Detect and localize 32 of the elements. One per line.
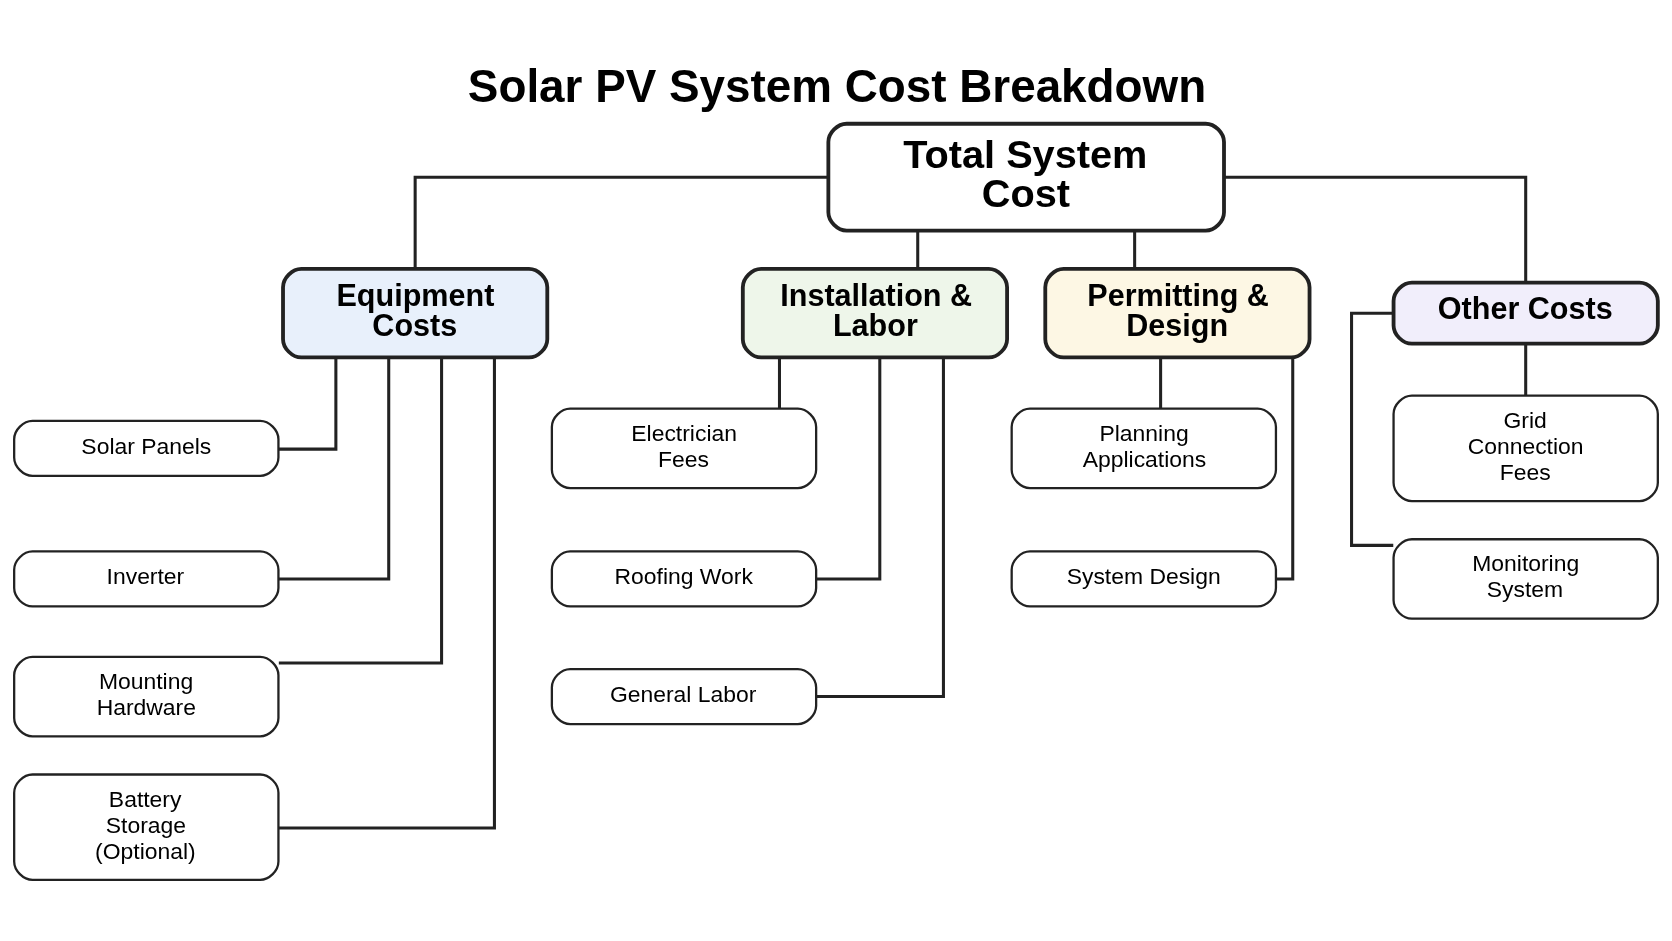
node-box: Battery Storage (Optional) bbox=[13, 773, 280, 882]
node-box: General Labor bbox=[550, 667, 818, 726]
node-box: Grid Connection Fees bbox=[1392, 394, 1659, 503]
node-box: Other Costs bbox=[1391, 280, 1660, 346]
node-box: Electrician Fees bbox=[550, 407, 818, 490]
node-box: Monitoring System bbox=[1392, 538, 1659, 620]
node-box: Mounting Hardware bbox=[13, 655, 280, 738]
connector bbox=[1159, 358, 1163, 409]
node-box: Total System Cost bbox=[826, 121, 1226, 233]
connector bbox=[777, 358, 781, 409]
node-box: Permitting & Design bbox=[1043, 266, 1312, 360]
connector bbox=[1224, 175, 1528, 283]
connector bbox=[413, 175, 829, 269]
node-box: Solar Panels bbox=[13, 419, 280, 477]
connector bbox=[278, 357, 496, 830]
node-box: Roofing Work bbox=[550, 550, 818, 608]
connector bbox=[816, 357, 945, 699]
node-box: System Design bbox=[1010, 550, 1278, 608]
connector bbox=[1133, 230, 1137, 269]
connector bbox=[1350, 311, 1394, 547]
node-box: Inverter bbox=[13, 550, 280, 608]
connector bbox=[816, 357, 882, 581]
diagram-title: Solar PV System Cost Breakdown bbox=[467, 61, 1207, 113]
node-box: Installation & Labor bbox=[740, 266, 1009, 360]
connector bbox=[1524, 343, 1528, 396]
node-box: Planning Applications bbox=[1010, 407, 1278, 490]
connector bbox=[278, 357, 338, 451]
connector bbox=[278, 357, 391, 581]
connector bbox=[916, 230, 920, 269]
node-box: Equipment Costs bbox=[281, 266, 550, 360]
connector bbox=[278, 357, 444, 665]
connector bbox=[1276, 357, 1295, 581]
